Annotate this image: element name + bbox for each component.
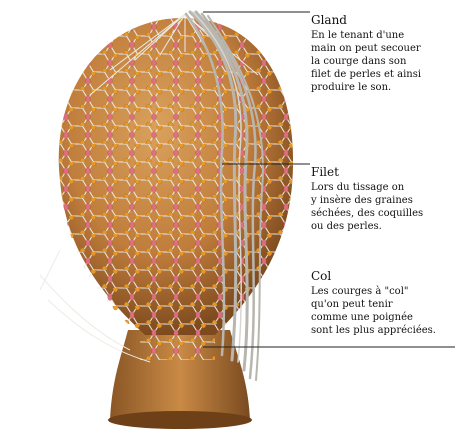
description-line: Les courges à "col" bbox=[311, 285, 455, 298]
description-line: qu'on peut tenir bbox=[311, 298, 455, 311]
annotation-term: Gland bbox=[311, 13, 455, 28]
gourd-base bbox=[108, 411, 252, 429]
description-line: filet de perles et ainsi bbox=[311, 68, 455, 81]
annotation-term: Col bbox=[311, 269, 455, 284]
description-line: produire le son. bbox=[311, 81, 455, 94]
description-line: En le tenant d'une bbox=[311, 29, 455, 42]
annotation-col: Col Les courges à "col" qu'on peut tenir… bbox=[311, 269, 455, 337]
annotation-filet: Filet Lors du tissage on y insère des gr… bbox=[311, 165, 455, 233]
annotation-description: Lors du tissage on y insère des graines … bbox=[311, 181, 455, 233]
description-line: y insère des graines bbox=[311, 194, 455, 207]
annotation-gland: Gland En le tenant d'une main on peut se… bbox=[311, 13, 455, 94]
description-line: sont les plus appréciées. bbox=[311, 324, 455, 337]
description-line: séchées, des coquilles bbox=[311, 207, 455, 220]
description-line: ou des perles. bbox=[311, 220, 455, 233]
description-line: comme une poignée bbox=[311, 311, 455, 324]
annotation-description: Les courges à "col" qu'on peut tenir com… bbox=[311, 285, 455, 337]
annotation-description: En le tenant d'une main on peut secouer … bbox=[311, 29, 455, 94]
description-line: Lors du tissage on bbox=[311, 181, 455, 194]
annotation-term: Filet bbox=[311, 165, 455, 180]
description-line: main on peut secouer bbox=[311, 42, 455, 55]
description-line: la courge dans son bbox=[311, 55, 455, 68]
